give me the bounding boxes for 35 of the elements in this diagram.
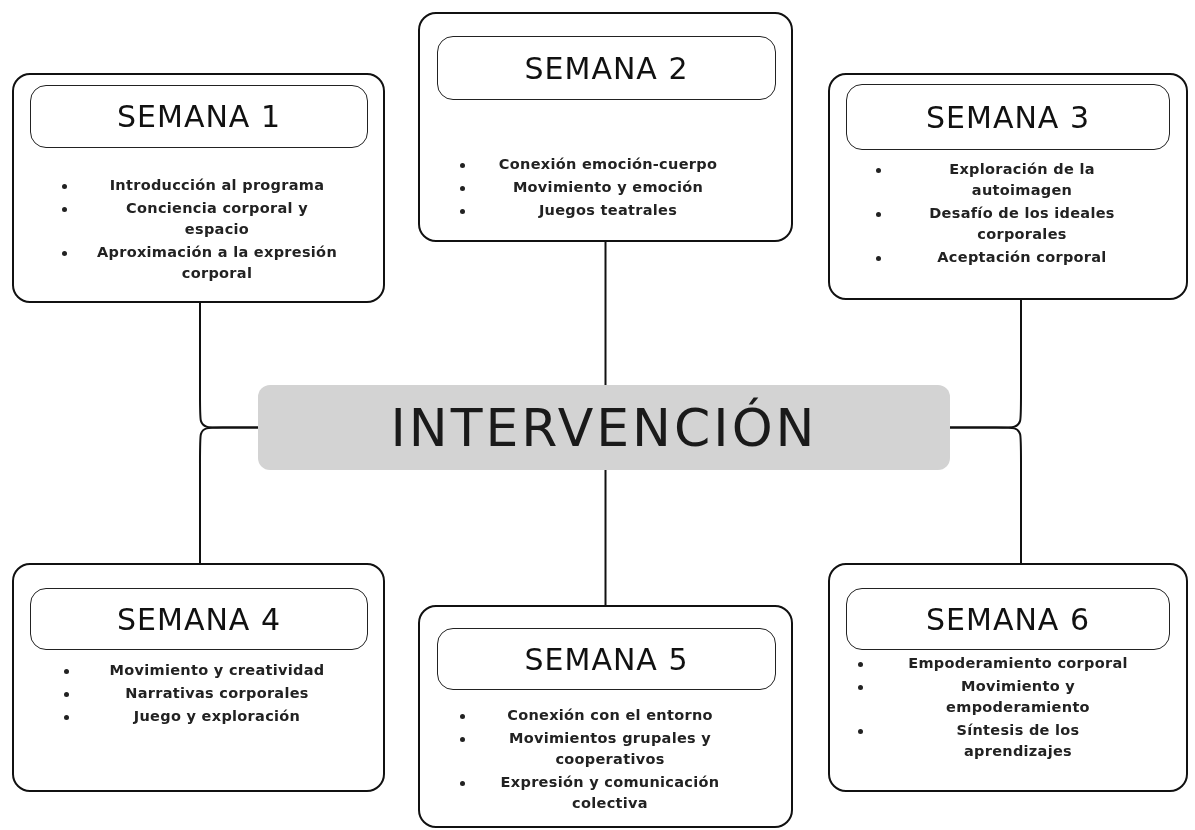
list-item: Conexión con el entorno [506,706,714,725]
list-item: Síntesis de los aprendizajes [955,721,1081,761]
week-header-box: SEMANA 1 [30,85,368,148]
list-item: Movimiento y creatividad [108,661,326,680]
list-item: Movimiento y empoderamiento [945,677,1091,717]
week-card [418,12,793,242]
week-header-box: SEMANA 5 [437,628,776,690]
list-item: Exploración de la autoimagen [948,160,1096,200]
week-card [828,563,1188,792]
list-item: Movimiento y emoción [511,178,705,197]
central-topic-box: INTERVENCIÓN [258,385,950,470]
week-card [828,73,1188,300]
week-card [12,73,385,303]
connector-line [604,469,607,606]
week-header-box: SEMANA 3 [846,84,1170,150]
list-item: Narrativas corporales [124,684,310,703]
week-header-box: SEMANA 6 [846,588,1170,650]
week-card [12,563,385,792]
list-item: Conexión emoción-cuerpo [497,155,719,174]
list-item: Juego y exploración [132,707,302,726]
connector-line [604,241,607,386]
list-item: Expresión y comunicación colectiva [499,773,721,813]
list-item: Movimientos grupales y cooperativos [507,729,713,769]
week-header-box: SEMANA 4 [30,588,368,650]
list-item: Aproximación a la expresión corporal [97,243,337,283]
list-item: Aceptación corporal [936,248,1108,267]
list-item: Empoderamiento corporal [907,654,1129,673]
connector-line [199,426,259,564]
week-header-box: SEMANA 2 [437,36,776,100]
list-item: Desafío de los ideales corporales [928,204,1116,244]
week-card [418,605,793,828]
list-item: Introducción al programa [108,176,326,195]
connector-line [949,426,1022,564]
list-item: Conciencia corporal y espacio [125,199,309,239]
list-item: Juegos teatrales [537,201,679,220]
